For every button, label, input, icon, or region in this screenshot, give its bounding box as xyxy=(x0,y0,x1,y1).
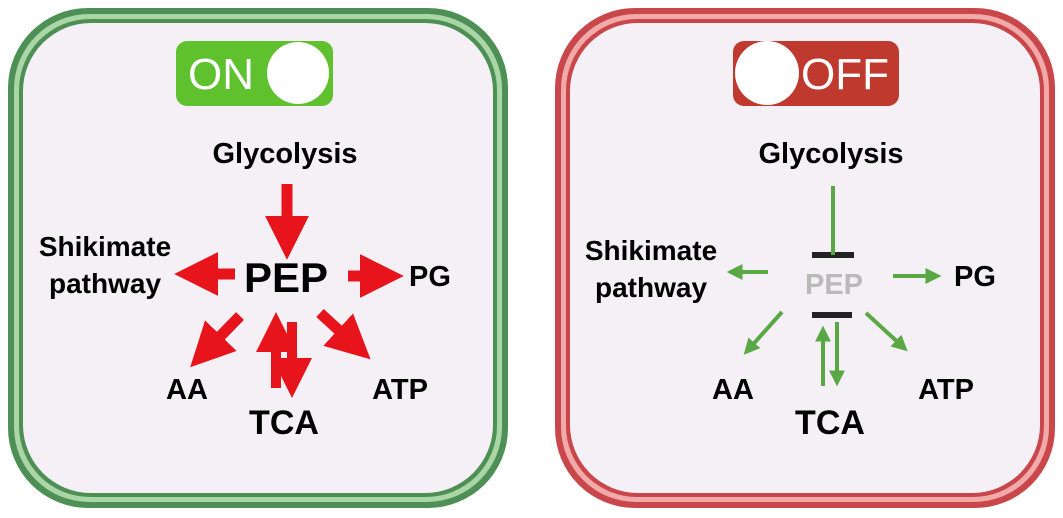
on-arrow-pep-to-atp xyxy=(316,308,371,360)
off-arrow-pep-to-atp xyxy=(864,311,908,352)
off-label-tca: TCA xyxy=(795,404,865,442)
off-label-glycolysis: Glycolysis xyxy=(758,138,903,170)
on-toggle-label: ON xyxy=(188,50,254,99)
on-panel: ON Glycolysis Shikimate pathway PEP PG A… xyxy=(8,8,508,508)
on-label-pep: PEP xyxy=(244,254,328,301)
on-label-glycolysis: Glycolysis xyxy=(212,138,357,170)
on-arrow-pep-to-aa xyxy=(190,312,244,368)
off-toggle-switch[interactable]: OFF xyxy=(733,41,899,106)
on-label-shikimate: Shikimate xyxy=(39,231,171,262)
on-label-pg: PG xyxy=(409,261,451,293)
on-label-aa: AA xyxy=(166,374,208,406)
on-panel-background xyxy=(23,23,493,493)
on-toggle-knob xyxy=(267,42,329,104)
off-arrow-pep-to-aa xyxy=(743,310,784,355)
on-label-atp: ATP xyxy=(372,374,428,406)
off-label-pg: PG xyxy=(954,261,996,293)
off-arrows xyxy=(726,186,942,387)
off-label-atp: ATP xyxy=(918,374,974,406)
on-arrows xyxy=(174,184,404,398)
off-label-aa: AA xyxy=(712,374,754,406)
on-label-tca: TCA xyxy=(249,404,319,442)
on-label-pathway: pathway xyxy=(49,268,161,299)
off-label-shikimate: Shikimate xyxy=(585,235,717,266)
off-toggle-label: OFF xyxy=(801,50,889,99)
off-label-pathway: pathway xyxy=(595,272,707,303)
off-toggle-knob xyxy=(735,41,799,105)
off-panel-background xyxy=(570,23,1040,493)
on-toggle-switch[interactable]: ON xyxy=(176,41,333,106)
off-panel: OFF Glycolysis Shikimate pathway PEP PG … xyxy=(555,8,1055,508)
off-label-pep: PEP xyxy=(805,269,863,301)
